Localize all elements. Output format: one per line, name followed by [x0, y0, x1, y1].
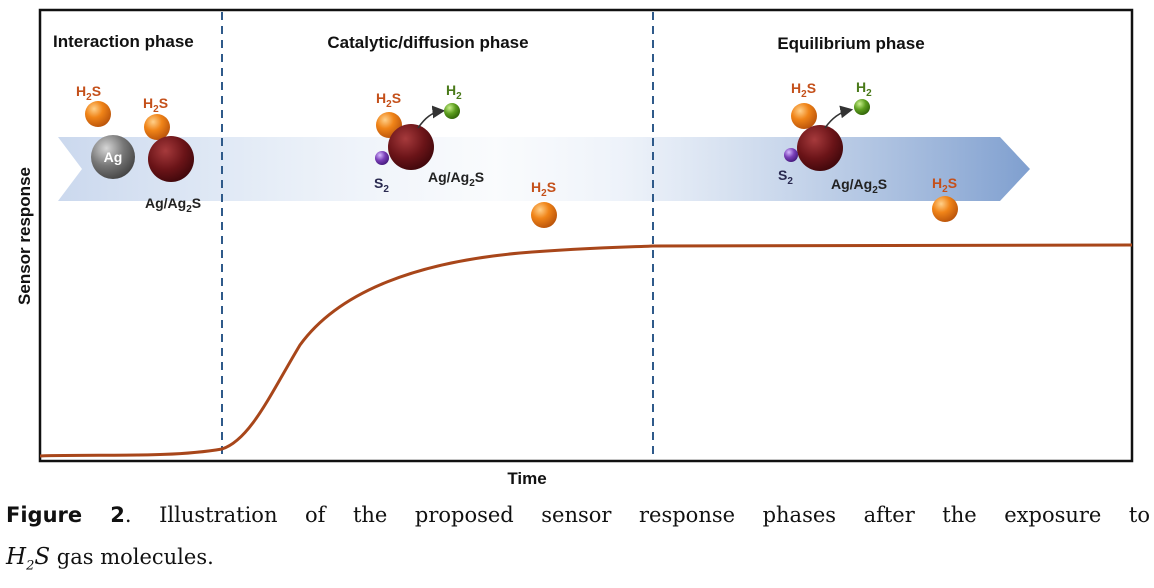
ag-label: Ag	[104, 149, 123, 165]
h2s-molecule	[85, 101, 111, 127]
release-arrow	[417, 105, 446, 129]
x-axis-title: Time	[507, 469, 546, 488]
h2s-label: H2S	[76, 83, 101, 103]
ag-ag2s-label: Ag/Ag2S	[145, 195, 201, 215]
caption-text-line1: . Illustration of the proposed sensor re…	[124, 503, 1150, 527]
ag-ag2s-particle	[388, 124, 434, 170]
h2s-label: H2S	[932, 175, 957, 195]
h2s-label: H2S	[376, 90, 401, 110]
ag-ag2s-particle	[148, 136, 194, 182]
plot-frame	[38, 8, 1134, 463]
h2-molecule	[444, 103, 460, 119]
caption-text-line2: gas molecules.	[50, 545, 214, 569]
phase-title-interaction: Interaction phase	[53, 32, 194, 51]
catalytic-molecules: H2S S2 Ag/Ag2S H2 H2S	[374, 82, 557, 228]
ag-ag2s-particle	[797, 125, 843, 171]
h2-molecule	[854, 99, 870, 115]
release-arrow	[824, 105, 854, 129]
caption-formula: H2S	[6, 544, 51, 574]
sensor-response-figure: Interaction phase Catalytic/diffusion ph…	[15, 8, 1134, 488]
h2s-molecule	[531, 202, 557, 228]
h2s-label: H2S	[143, 95, 168, 115]
figure-caption-line2: H2S gas molecules.	[6, 536, 214, 588]
h2s-molecule	[932, 196, 958, 222]
h2-label: H2	[446, 82, 462, 102]
h2s-molecule	[144, 114, 170, 140]
phase-title-equilibrium: Equilibrium phase	[777, 34, 924, 53]
y-axis-title: Sensor response	[15, 167, 34, 305]
h2s-label: H2S	[531, 179, 556, 199]
h2s-label: H2S	[791, 80, 816, 100]
h2-label: H2	[856, 79, 872, 99]
s2-molecule	[784, 148, 798, 162]
h2s-molecule	[791, 103, 817, 129]
figure-caption: Figure 2. Illustration of the proposed s…	[6, 494, 1150, 536]
ag-particle	[91, 135, 135, 179]
s2-molecule	[375, 151, 389, 165]
sensor-response-curve	[39, 243, 1133, 458]
interaction-molecules: H2S H2S Ag Ag/Ag2S	[76, 83, 201, 215]
caption-label: Figure 2	[6, 503, 125, 527]
phase-title-catalytic: Catalytic/diffusion phase	[327, 33, 528, 52]
